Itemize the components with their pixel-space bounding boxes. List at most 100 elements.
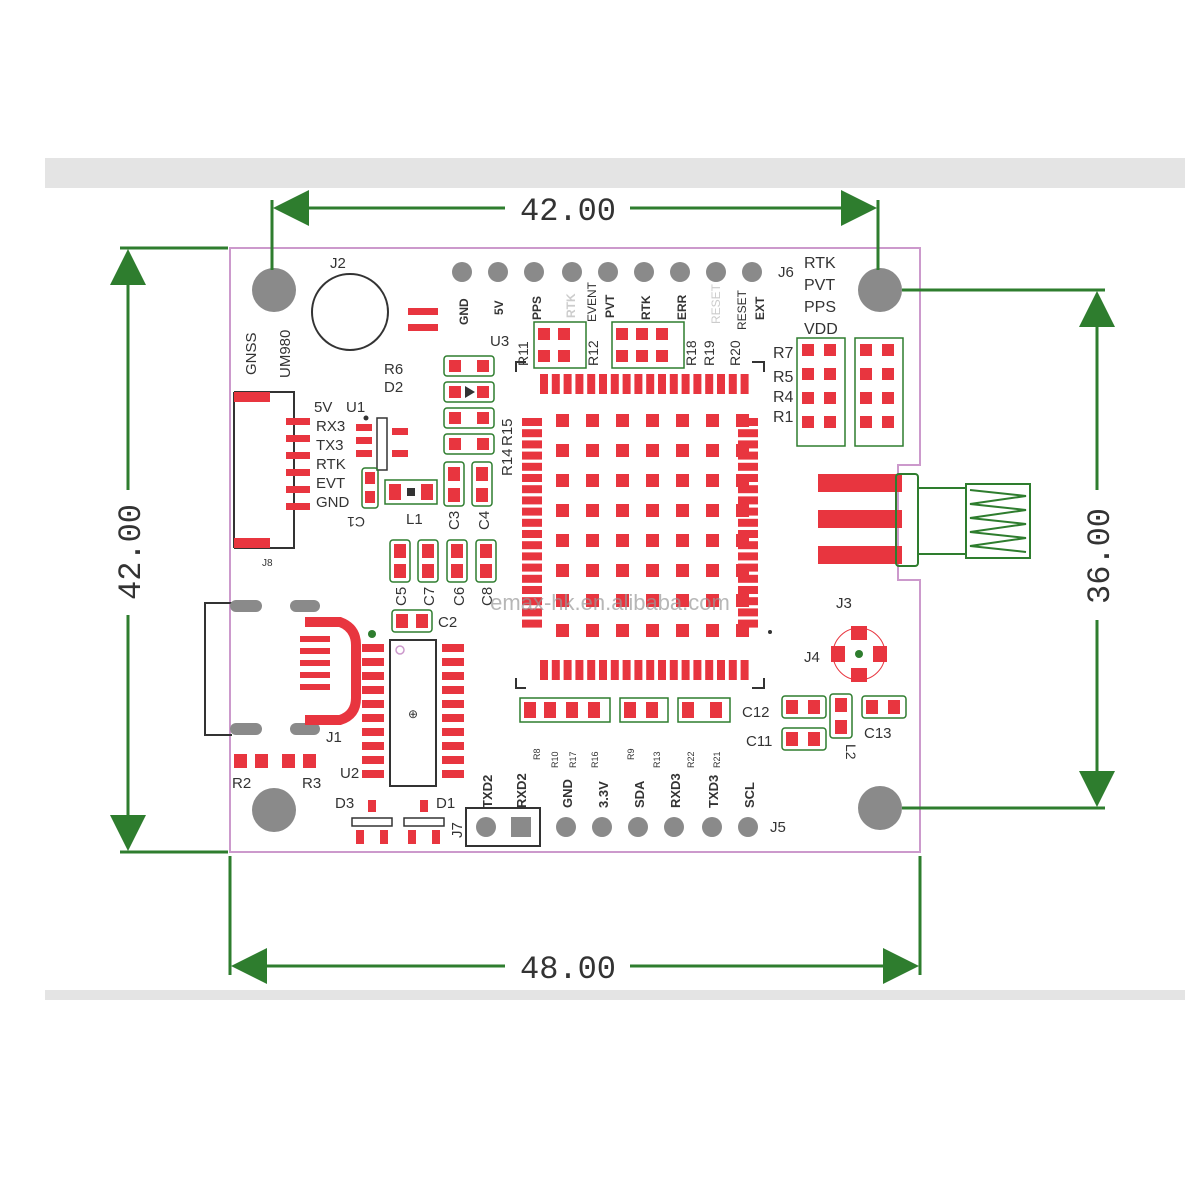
r11-label: R11 — [515, 341, 531, 366]
u3-edge-pad — [622, 660, 631, 680]
r2-r3-resistors — [234, 754, 316, 768]
u3-edge-pad — [522, 440, 542, 449]
dimension-bottom — [228, 856, 922, 984]
u3-grid-pad — [556, 504, 569, 517]
u3-grid-pad — [586, 594, 599, 607]
u2-pin-pad — [442, 672, 464, 680]
u2-label: U2 — [340, 765, 359, 782]
r3-label: R3 — [302, 775, 321, 792]
bottom-resistor-pad — [624, 702, 636, 718]
u3-edge-pad — [551, 374, 560, 394]
u2-pin-pad — [442, 686, 464, 694]
u3-edge-pad — [693, 374, 702, 394]
j5-label: J5 — [770, 819, 786, 836]
u3-edge-pad — [522, 418, 542, 426]
u3-edge-pad — [522, 429, 542, 438]
u3-grid-pad — [706, 444, 719, 457]
u3-edge-pad — [522, 608, 542, 617]
c1-cap — [361, 467, 379, 509]
u2-pads — [362, 644, 464, 778]
dimension-right — [902, 288, 1115, 810]
board-outline — [229, 247, 921, 853]
j8-pin-label: EVT — [316, 475, 345, 492]
u3-grid-pad — [646, 504, 659, 517]
top-band — [45, 158, 1185, 188]
u2-pin1-dot — [368, 630, 376, 638]
c1-label: C1 — [347, 514, 365, 530]
j6-pin-labels: RTK PVT PPS VDD — [804, 255, 838, 338]
top-pin-label: 5V — [492, 300, 506, 315]
u3-pin1-dot — [768, 630, 772, 634]
u3-edge-pad — [717, 374, 725, 394]
j8-label: J8 — [262, 558, 273, 569]
c12-label: C12 — [742, 704, 770, 721]
u2-pin-pad — [362, 644, 384, 652]
u3-edge-pad — [634, 374, 643, 394]
u2-pin-pad — [362, 728, 384, 736]
l1-inductor — [384, 479, 438, 505]
u2-pin-pad — [442, 700, 464, 708]
u3-grid-pad — [736, 504, 749, 517]
u3-pads — [522, 374, 758, 680]
bottom-resistor-label: R22 — [686, 751, 696, 768]
u3-edge-pad — [622, 374, 631, 394]
u2-pin-pad — [362, 756, 384, 764]
l1-label: L1 — [406, 511, 423, 528]
u3-grid-pad — [616, 504, 629, 517]
u3-edge-pad — [599, 660, 607, 680]
u3-edge-pad — [575, 660, 584, 680]
u3-grid-pad — [736, 414, 749, 427]
u2-pin-pad — [442, 728, 464, 736]
cap-row — [389, 539, 497, 583]
u3-grid-pad — [706, 504, 719, 517]
u3-edge-pad — [738, 552, 758, 561]
top-pin-labels: GND 5V PPS RTK EVENT PVT RTK ERR RESET R… — [457, 281, 767, 330]
u3-edge-pad — [522, 530, 542, 538]
watermark: emax-hk.en.alibaba.com — [490, 590, 730, 615]
gnss-label: GNSS — [243, 332, 260, 375]
r20-label: R20 — [727, 340, 743, 366]
bottom-res-pads — [524, 702, 722, 718]
top-header-pins — [452, 262, 762, 282]
u3-grid-pad — [586, 534, 599, 547]
dimension-left-label: 42.00 — [113, 504, 150, 600]
right-resistor-pad — [824, 344, 836, 356]
bottom-resistor-pad — [566, 702, 578, 718]
j8-pin-label: RX3 — [316, 418, 345, 435]
u3-outline — [515, 361, 765, 689]
j8-pin-label: RTK — [316, 456, 346, 473]
u3-grid-pad — [586, 444, 599, 457]
u3-edge-pad — [681, 374, 690, 394]
r6-label: R6 — [384, 361, 403, 378]
j7-outline — [465, 807, 541, 847]
u3-edge-pad — [738, 518, 758, 527]
u3-grid-pad — [736, 534, 749, 547]
u3-edge-pad — [522, 597, 542, 606]
u3-grid-pad — [586, 474, 599, 487]
passive-column — [443, 355, 495, 507]
u1-cap-outline — [376, 417, 388, 471]
bottom-pin-label: TXD3 — [706, 775, 721, 808]
r2-label: R2 — [232, 775, 251, 792]
c4-label: C4 — [476, 511, 493, 530]
right-resistor-pad — [824, 368, 836, 380]
passive-pads — [448, 360, 489, 502]
u3-edge-pad — [717, 660, 725, 680]
d1-label: D1 — [436, 795, 455, 812]
bottom-resistor-pad — [524, 702, 536, 718]
u2-pin-pad — [442, 644, 464, 652]
u3-edge-pad — [738, 429, 758, 438]
u3-edge-pad — [610, 660, 619, 680]
right-led-pad — [860, 392, 872, 404]
right-led-pad — [860, 368, 872, 380]
u2-chip: ⊕ — [389, 639, 437, 787]
bottom-resistor-label: R10 — [550, 751, 560, 768]
dimension-top — [270, 190, 880, 270]
u3-grid-pad — [646, 414, 659, 427]
u3-edge-pad — [738, 608, 758, 617]
u3-edge-pad — [522, 574, 542, 583]
j4-label: J4 — [804, 649, 820, 666]
right-led-pad — [882, 416, 894, 428]
u2-pin-pad — [362, 742, 384, 750]
u3-edge-pad — [522, 485, 542, 494]
